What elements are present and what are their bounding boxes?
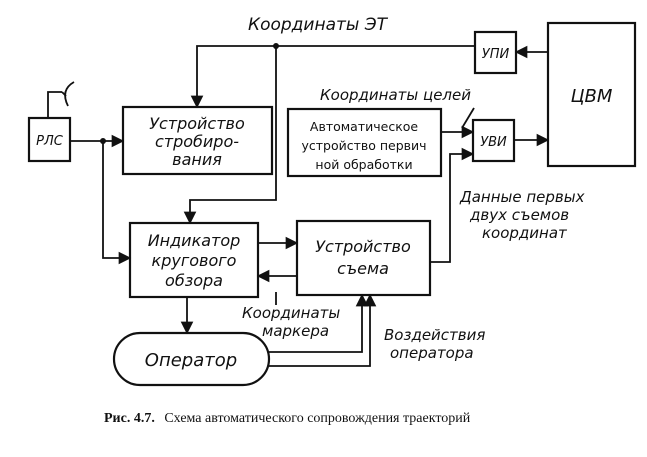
upi-block: УПИ — [473, 30, 518, 75]
readout-line-1: Устройство — [315, 237, 411, 256]
auto-proc-line-2: устройство первич — [301, 138, 426, 153]
indicator-line-1: Индикатор — [148, 231, 241, 250]
leader-line — [461, 107, 475, 129]
figure-number: Рис. 4.7. — [104, 411, 155, 426]
rls-block: РЛС — [27, 116, 72, 163]
strobe-line-3: вания — [172, 150, 222, 169]
readout-to-uvi-line — [430, 147, 475, 263]
uvi-label: УВИ — [480, 135, 507, 150]
coord-et-label: Координаты ЭТ — [248, 15, 389, 35]
operator-label: Оператор — [145, 350, 237, 371]
marker-coord-label-2: маркера — [262, 322, 329, 340]
first-two-label-2: двух съемов — [469, 206, 569, 224]
cvm-block: ЦВМ — [546, 21, 637, 168]
first-two-label-1: Данные первых — [459, 188, 585, 206]
indicator-line-3: обзора — [165, 271, 223, 290]
readout-block: Устройство съема — [295, 219, 432, 297]
operator-actions-label-2: оператора — [390, 344, 474, 362]
figure-caption: Рис. 4.7. Схема автоматического сопровож… — [104, 411, 471, 426]
operator-actions-label-1: Воздействия — [384, 326, 485, 344]
figure-caption-text: Схема автоматического сопровождения трае… — [164, 411, 470, 426]
auto-processing-block: Автоматическое устройство первич ной обр… — [286, 107, 443, 178]
cvm-label: ЦВМ — [571, 86, 613, 107]
bus-to-indicator-line — [183, 46, 277, 225]
marker-coord-label-1: Координаты — [242, 304, 340, 322]
strobe-line-1: Устройство — [149, 114, 245, 133]
auto-proc-line-3: ной обработки — [315, 157, 412, 172]
rls-to-indicator-line — [102, 141, 132, 265]
antenna-icon — [47, 81, 75, 117]
operator-to-readout-line — [269, 293, 369, 353]
indicator-block: Индикатор кругового обзора — [128, 221, 260, 299]
strobe-line-2: стробиро- — [155, 132, 239, 151]
rls-label: РЛС — [36, 134, 64, 149]
auto-proc-line-1: Автоматическое — [310, 119, 418, 134]
first-two-label-3: координат — [482, 224, 568, 242]
upi-label: УПИ — [482, 47, 510, 62]
indicator-line-2: кругового — [152, 251, 237, 270]
uvi-block: УВИ — [471, 118, 516, 163]
operator-block: Оператор — [112, 331, 271, 387]
readout-line-2: съема — [337, 259, 389, 278]
operator-to-readout-line — [269, 293, 377, 367]
strobe-block: Устройство стробиро- вания — [121, 105, 274, 176]
coord-targets-label: Координаты целей — [320, 86, 471, 104]
upi-to-strobe-line — [190, 45, 475, 109]
